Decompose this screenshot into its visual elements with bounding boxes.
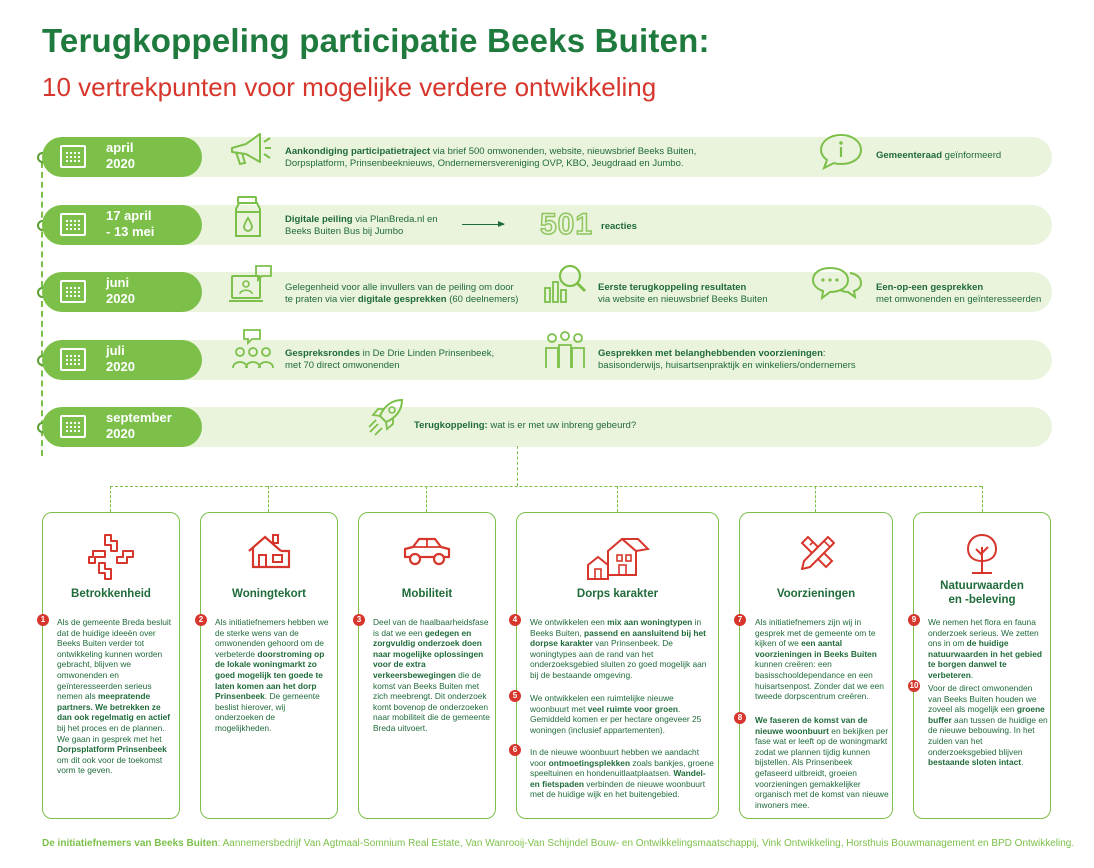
card-dorps-karakter: Dorps karakter (516, 512, 719, 819)
point-9-text: We nemen het flora en fauna onderzoek se… (928, 617, 1043, 680)
date-line-1: september (106, 410, 172, 425)
connector-drop (426, 486, 427, 512)
house-icon (248, 534, 291, 569)
number-badge: 3 (353, 614, 365, 626)
pencil-ruler-icon (800, 535, 835, 570)
speech-bubbles-icon (811, 266, 863, 301)
timeline-line (41, 152, 43, 456)
calendar-icon (60, 280, 86, 303)
arrow-icon (462, 221, 505, 227)
laptop-chat-icon (229, 265, 272, 302)
car-icon (403, 537, 451, 566)
number-badge: 2 (195, 614, 207, 626)
connector-drop (982, 486, 983, 512)
date-line-1: juli (106, 343, 125, 358)
megaphone-icon (231, 133, 271, 166)
card-title: Woningtekort (232, 588, 306, 600)
card-title: Voorzieningen (776, 588, 856, 600)
number-badge: 4 (509, 614, 521, 626)
date-line-1: juni (106, 275, 130, 290)
point-6-text: In de nieuwe woonbuurt hebben we aandach… (530, 747, 714, 800)
tree-icon (966, 533, 998, 574)
number-badge: 9 (908, 614, 920, 626)
date-line-2: 2020 (106, 359, 135, 374)
number-badge: 8 (734, 712, 746, 724)
date-line-1: 17 april (106, 208, 152, 223)
announcement-text: Aankondiging participatietraject via bri… (285, 146, 697, 169)
footer-text: De initiatiefnemers van Beeks Buiten: Aa… (42, 838, 1075, 849)
point-8-text: We faseren de komst van de nieuwe woonbu… (755, 715, 889, 810)
number-badge: 1 (37, 614, 49, 626)
connector-drop (268, 486, 269, 512)
calendar-icon (60, 415, 86, 438)
number-badge: 10 (908, 680, 920, 692)
info-bubble-icon (819, 133, 863, 170)
card-woningtekort: Woningtekort (200, 512, 338, 819)
talk-rounds-text: Gespreksrondes in De Drie Linden Prinsen… (285, 348, 495, 371)
point-2-text: Als initiatiefnemers hebben we de sterke… (215, 617, 329, 733)
connector-drop (617, 486, 618, 512)
search-chart-icon (544, 264, 587, 303)
point-7-text: Als initiatiefnemers zijn wij in gesprek… (755, 617, 884, 702)
village-icon (586, 537, 650, 580)
number-badge: 6 (509, 744, 521, 756)
number-badge: 7 (734, 614, 746, 626)
digital-talks-text: Gelegenheid voor alle invullers van de p… (285, 282, 519, 305)
calendar-icon (60, 348, 86, 371)
date-line-2: 2020 (106, 291, 135, 306)
number-badge: 5 (509, 690, 521, 702)
reactions-count: 501 (539, 207, 594, 242)
council-text: Gemeenteraad geïnformeerd (876, 150, 1002, 161)
rocket-icon (368, 398, 404, 436)
date-line-2: 2020 (106, 156, 135, 171)
stakeholders-text: Gesprekken met belanghebbenden voorzieni… (598, 348, 856, 371)
point-4-text: We ontwikkelen een mix aan woningtypen i… (530, 617, 707, 680)
date-line-2: - 13 mei (106, 224, 155, 239)
page-subtitle: 10 vertrekpunten voor mogelijke verdere … (42, 72, 657, 102)
hands-puzzle-icon (88, 534, 134, 580)
connector-drop (815, 486, 816, 512)
point-5-text: We ontwikkelen een ruimtelijke nieuwe wo… (530, 693, 702, 735)
point-10-text: Voor de direct omwonenden van Beeks Buit… (928, 683, 1048, 768)
group-talk-icon (232, 329, 274, 369)
connector-drop (110, 486, 111, 512)
card-voorzieningen: Voorzieningen (739, 512, 893, 819)
card-title: Dorps karakter (576, 588, 659, 600)
card-title: Mobiliteit (401, 588, 453, 600)
feedback-text: Terugkoppeling: wat is er met uw inbreng… (414, 420, 637, 431)
reactions-label: reacties (601, 221, 637, 232)
date-line-1: april (106, 140, 134, 155)
connector-line (110, 486, 982, 487)
connector-line (517, 446, 518, 486)
milk-jug-icon (235, 196, 261, 237)
calendar-icon (60, 145, 86, 168)
point-3-text: Deel van de haalbaarheidsfase is dat we … (373, 617, 490, 733)
stakeholders-icon (545, 331, 585, 368)
date-pill: 17 april- 13 mei (42, 205, 202, 245)
page-title: Terugkoppeling participatie Beeks Buiten… (42, 22, 710, 59)
point-1-text: Als de gemeente Breda besluit dat de hui… (57, 617, 172, 776)
date-line-2: 2020 (106, 426, 135, 441)
timeline-row-april-mei: 17 april- 13 mei (37, 205, 1052, 245)
card-betrokkenheid: Betrokkenheid (42, 512, 180, 819)
calendar-icon (60, 213, 86, 236)
card-mobiliteit: Mobiliteit (358, 512, 496, 819)
card-title: Betrokkenheid (71, 588, 151, 600)
